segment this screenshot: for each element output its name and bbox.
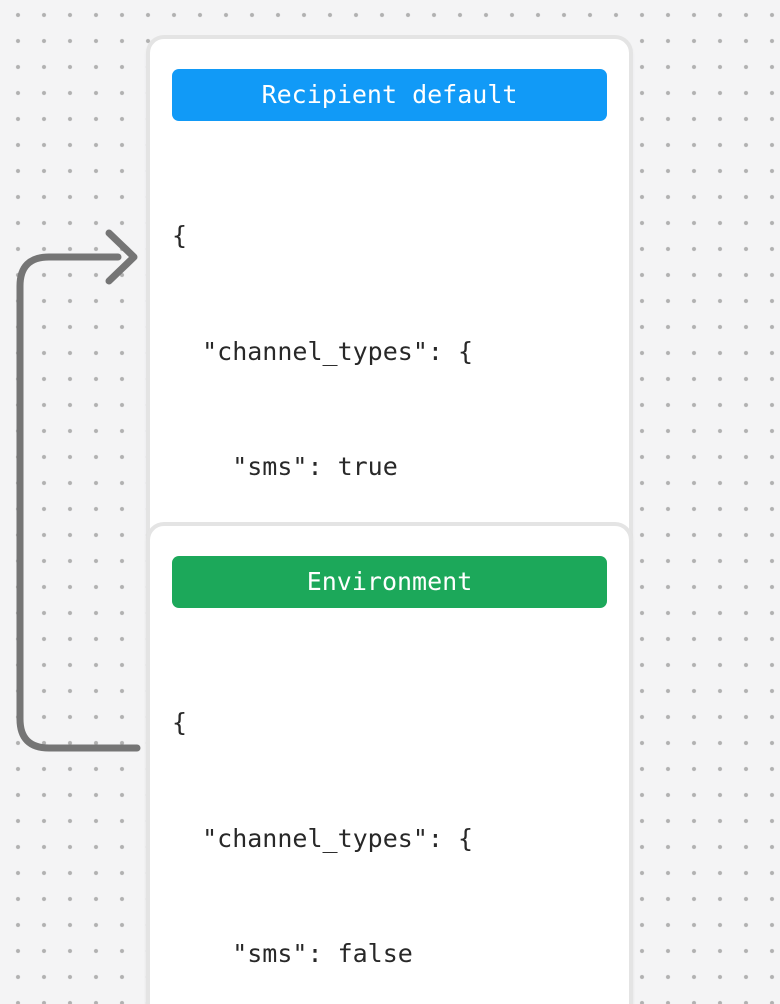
json-line: "sms": false bbox=[172, 939, 413, 968]
json-line: "channel_types": { bbox=[172, 823, 474, 853]
json-line: "channel_types": { bbox=[172, 336, 474, 366]
json-line: { bbox=[172, 708, 188, 737]
json-line: { bbox=[172, 221, 188, 250]
arrow-line bbox=[16, 253, 141, 752]
arrow-head-icon bbox=[105, 229, 138, 285]
environment-card: Environment { "channel_types": { "sms": … bbox=[146, 522, 633, 1004]
environment-badge: Environment bbox=[172, 556, 607, 608]
json-line: "sms": true bbox=[172, 452, 398, 481]
recipient-default-badge: Recipient default bbox=[172, 69, 607, 121]
environment-json: { "channel_types": { "sms": false }, "ca… bbox=[172, 627, 607, 1004]
